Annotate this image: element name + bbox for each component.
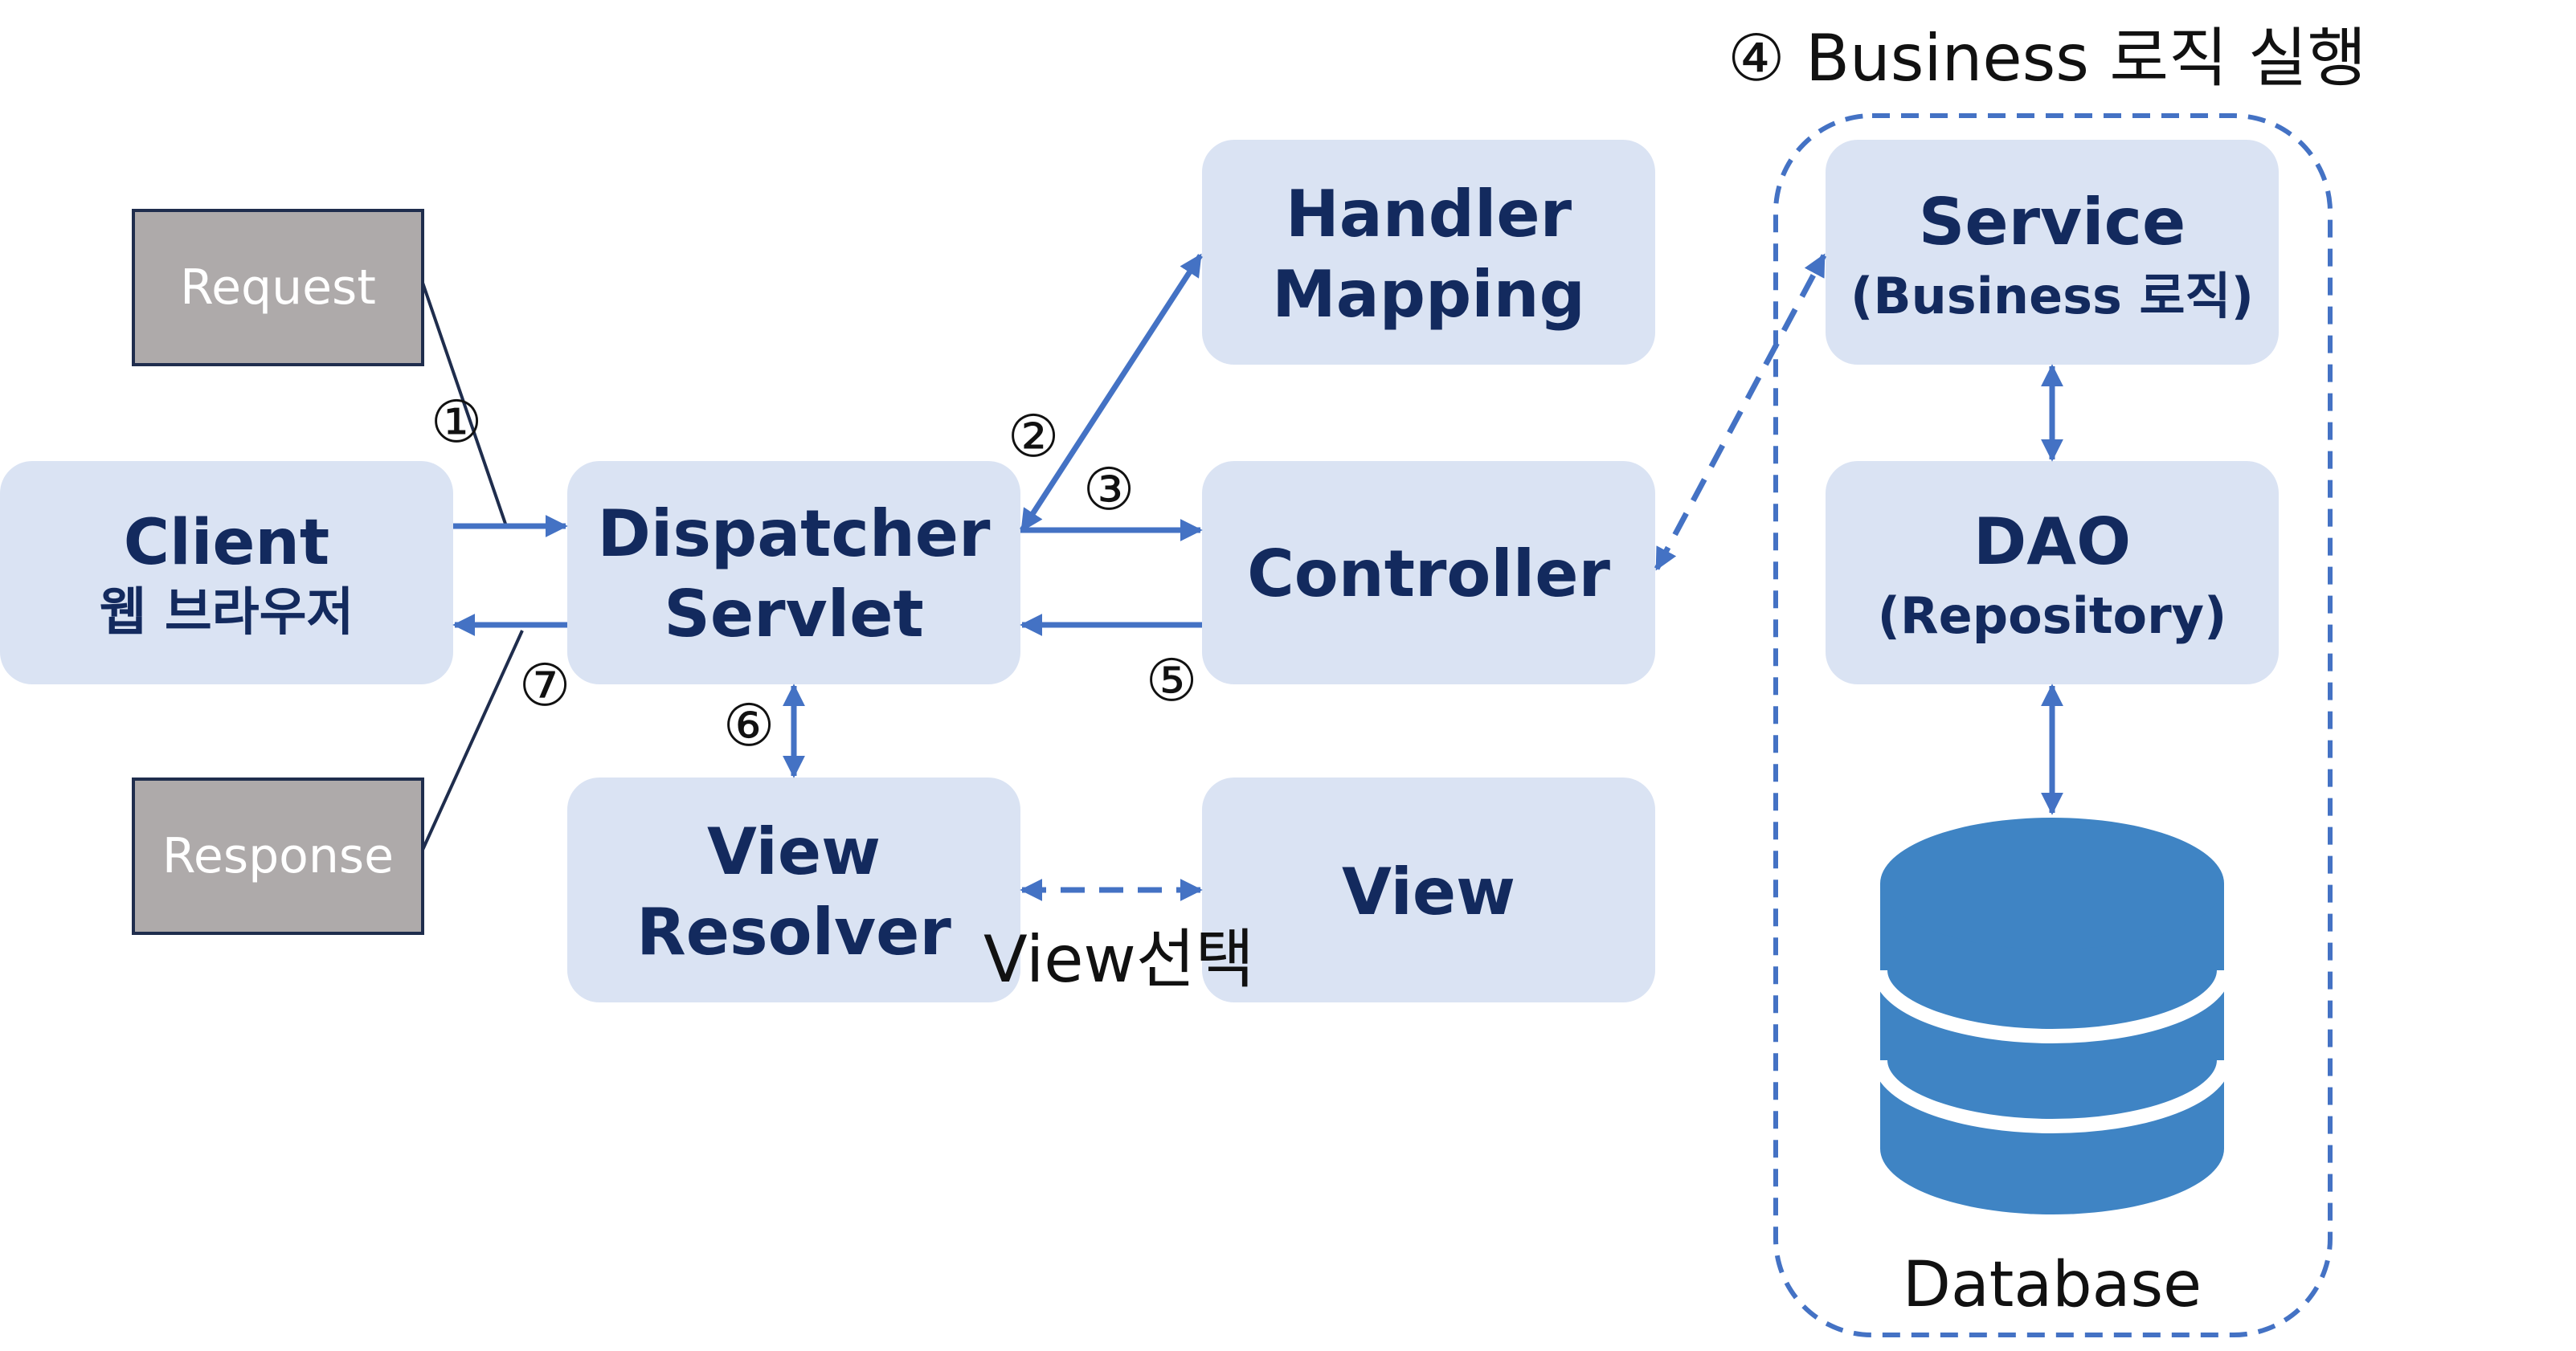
view-title: View bbox=[1342, 855, 1515, 929]
controller-box: Controller bbox=[1202, 461, 1655, 684]
step-5-marker: ⑤ bbox=[1146, 647, 1198, 714]
handler-mapping-line1: Handler bbox=[1286, 177, 1572, 251]
response-label: Response bbox=[162, 828, 394, 884]
step-6-marker: ⑥ bbox=[723, 692, 775, 759]
client-subtitle: 웹 브라우저 bbox=[100, 583, 354, 643]
step-3-marker: ③ bbox=[1083, 455, 1135, 523]
step-2-marker: ② bbox=[1008, 402, 1060, 470]
service-box: Service (Business 로직) bbox=[1826, 140, 2279, 365]
view-resolver-line1: View bbox=[707, 814, 881, 889]
client-title: Client bbox=[124, 507, 329, 579]
response-connector-line bbox=[421, 630, 524, 851]
view-box: View bbox=[1202, 778, 1655, 1002]
flow-arrows bbox=[452, 253, 2063, 901]
request-box: Request bbox=[132, 209, 424, 366]
business-container bbox=[1773, 113, 2333, 1337]
handler-mapping-box: Handler Mapping bbox=[1202, 140, 1655, 365]
view-resolver-line2: Resolver bbox=[636, 895, 951, 969]
service-subtitle: (Business 로직) bbox=[1850, 267, 2254, 325]
response-box: Response bbox=[132, 778, 424, 935]
arrow-dispatcher-handler-mapping bbox=[1020, 253, 1203, 533]
step-7-marker: ⑦ bbox=[519, 651, 571, 719]
arrow-controller-service bbox=[1654, 253, 1827, 571]
database-cylinder-icon bbox=[1873, 818, 2231, 1214]
dao-title: DAO bbox=[1973, 504, 2131, 579]
dao-subtitle: (Repository) bbox=[1878, 586, 2227, 645]
dispatcher-line2: Servlet bbox=[664, 577, 923, 651]
dao-box: DAO (Repository) bbox=[1826, 461, 2279, 684]
business-logic-label: ④ Business 로직 실행 bbox=[1728, 21, 2366, 96]
request-label: Request bbox=[180, 259, 376, 316]
handler-mapping-line2: Mapping bbox=[1272, 257, 1585, 332]
view-resolver-box: View Resolver bbox=[567, 778, 1020, 1002]
request-connector-line bbox=[421, 282, 508, 527]
database-label: Database bbox=[1903, 1249, 2202, 1321]
step-1-marker: ① bbox=[431, 388, 483, 455]
client-box: Client 웹 브라우저 bbox=[0, 461, 453, 684]
controller-title: Controller bbox=[1247, 537, 1610, 611]
view-select-label: View선택 bbox=[983, 922, 1254, 997]
dispatcher-line1: Dispatcher bbox=[597, 496, 991, 571]
service-title: Service bbox=[1919, 185, 2186, 259]
dispatcher-servlet-box: Dispatcher Servlet bbox=[567, 461, 1020, 684]
